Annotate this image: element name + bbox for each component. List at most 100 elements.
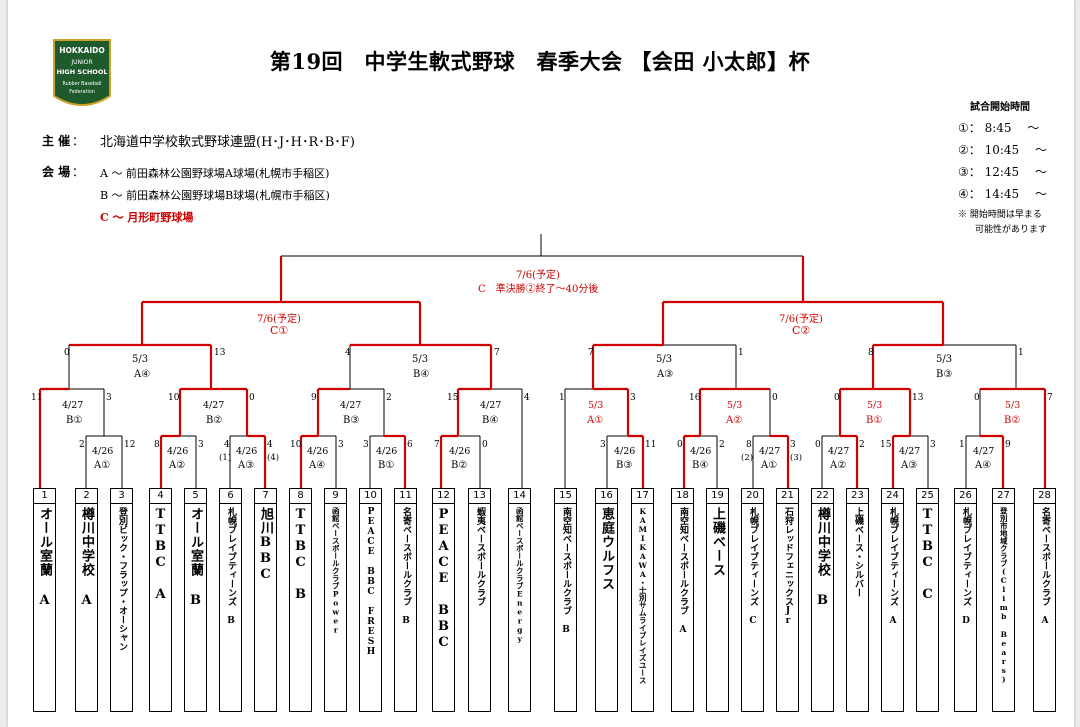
team-number: 5	[185, 489, 206, 504]
timetable-row-1: ①： 8:45 ～	[958, 121, 1040, 135]
score: 8	[868, 348, 874, 358]
score-pk: (2)	[741, 453, 754, 463]
score: 3	[790, 440, 796, 450]
team-name: TTBC C	[920, 507, 935, 603]
r1-date: 4/27	[828, 446, 850, 457]
venue-a: A ～ 前田森林公園野球場A球場(札幌市手稲区)	[100, 167, 330, 180]
timetable-row-3: ③： 12:45 ～	[958, 165, 1047, 179]
score: 0	[482, 440, 488, 450]
team-box: 24 札幌ブレイブティーンズ A	[881, 488, 904, 712]
score: 3	[930, 440, 936, 450]
score: 2	[859, 440, 865, 450]
score: 2	[79, 440, 85, 450]
r1-label: A②	[830, 460, 847, 471]
r1-label: A③	[901, 460, 918, 471]
final-label: C 準決勝②終了～40分後	[478, 284, 599, 295]
team-number: 7	[255, 489, 276, 504]
team-name: PEACE BBC	[436, 507, 451, 651]
r2-label: B②	[206, 415, 223, 426]
team-number: 15	[555, 489, 576, 504]
qf-label: B④	[413, 369, 430, 380]
r1-label: A④	[975, 460, 992, 471]
team-number: 24	[882, 489, 903, 504]
timetable-note-2: 可能性があります	[975, 225, 1048, 235]
team-number: 16	[596, 489, 617, 504]
team-name: 上磯ベース	[710, 507, 725, 577]
team-number: 19	[707, 489, 728, 504]
team-name: TTBC A	[153, 507, 168, 603]
score-pk: (1)	[219, 453, 232, 463]
team-number: 3	[111, 489, 132, 504]
team-name: オール室蘭 B	[188, 507, 203, 609]
r2-label: B①	[866, 415, 883, 426]
organizer-label: 主 催	[42, 134, 71, 148]
score: 10	[290, 440, 302, 450]
team-name: 石狩レッドフェニックスJr	[783, 507, 793, 626]
score: 7	[1047, 393, 1053, 403]
r1-label: A②	[169, 460, 186, 471]
team-number: 12	[433, 489, 454, 504]
score: 16	[689, 393, 701, 403]
qf-date: 5/3	[936, 354, 953, 365]
team-name: 函館ベースボールクラブPower	[331, 507, 341, 635]
r1-date: 4/26	[690, 446, 712, 457]
score: 0	[677, 440, 683, 450]
score: 4	[267, 440, 273, 450]
score: 9	[311, 393, 317, 403]
r2-label: B③	[343, 415, 360, 426]
team-number: 14	[509, 489, 530, 504]
score: 0	[815, 440, 821, 450]
score: 13	[214, 348, 226, 358]
team-number: 11	[395, 489, 416, 504]
score: 15	[880, 440, 892, 450]
score: 4	[524, 393, 530, 403]
venue-label: 会 場	[42, 165, 71, 179]
team-number: 25	[917, 489, 938, 504]
r2-label: A①	[587, 415, 604, 426]
team-name: 札幌ブレイブティーンズ A	[888, 507, 898, 626]
r1-date: 4/27	[759, 446, 781, 457]
score: 11	[31, 393, 43, 403]
score: 8	[746, 440, 752, 450]
team-number: 26	[955, 489, 976, 504]
team-number: 1	[34, 489, 55, 504]
r2-date: 5/3	[867, 400, 883, 411]
venue-colon: ：	[72, 165, 85, 179]
score: 0	[64, 348, 70, 358]
score: 7	[494, 348, 500, 358]
organizer-colon: ：	[72, 134, 85, 148]
federation-logo-icon: HOKKAIDO JUNIOR HIGH SCHOOL Rubber Baseb…	[53, 39, 111, 106]
team-name: 札幌ブレイブティーンズ B	[226, 507, 236, 626]
score: 2	[719, 440, 725, 450]
r2-date: 5/3	[727, 400, 743, 411]
r2-date: 4/27	[480, 400, 502, 411]
score: 6	[407, 440, 413, 450]
r1-label: A④	[309, 460, 326, 471]
r2-date: 5/3	[1005, 400, 1021, 411]
r1-date: 4/26	[614, 446, 636, 457]
r1-date: 4/26	[167, 446, 189, 457]
team-name: 南空知ベースボールクラブ A	[678, 507, 688, 635]
qf-label: A④	[134, 369, 151, 380]
organizer-value: 北海道中学校軟式野球連盟(H･J･H･R･B･F)	[100, 135, 355, 150]
team-number: 28	[1034, 489, 1055, 504]
r1-date: 4/26	[376, 446, 398, 457]
team-name: 蝦夷ベースボールクラブ	[475, 507, 485, 606]
r2-date: 4/27	[62, 400, 84, 411]
score: 11	[645, 440, 657, 450]
team-number: 10	[360, 489, 381, 504]
final-date: 7/6(予定)	[516, 270, 560, 281]
r1-label: A①	[761, 460, 778, 471]
venue-b: B ～ 前田森林公園野球場B球場(札幌市手稲区)	[100, 189, 330, 202]
